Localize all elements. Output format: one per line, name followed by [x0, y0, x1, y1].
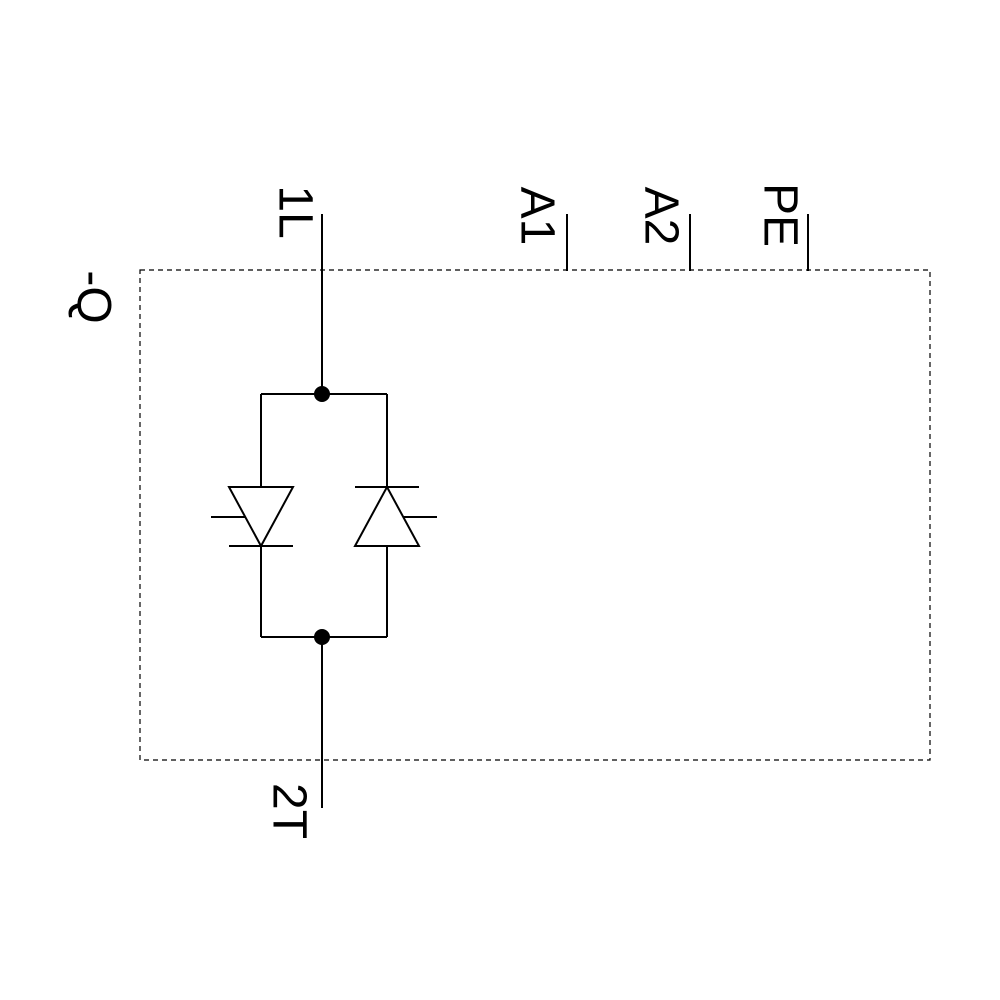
terminal-a2-label: A2: [635, 187, 688, 246]
terminal-a1-label: A1: [511, 187, 564, 246]
thyristor-pair: [211, 386, 437, 645]
terminal-2t-label: 2T: [263, 783, 316, 839]
terminal-1l-label: 1L: [269, 185, 322, 238]
junction-dot-top: [314, 386, 330, 402]
thyristor-right: [353, 484, 437, 547]
terminal-pe-label: PE: [754, 183, 807, 247]
thyristor-left: [211, 486, 295, 549]
device-label: -Q: [67, 270, 120, 323]
device-boundary-box: [139, 269, 931, 761]
